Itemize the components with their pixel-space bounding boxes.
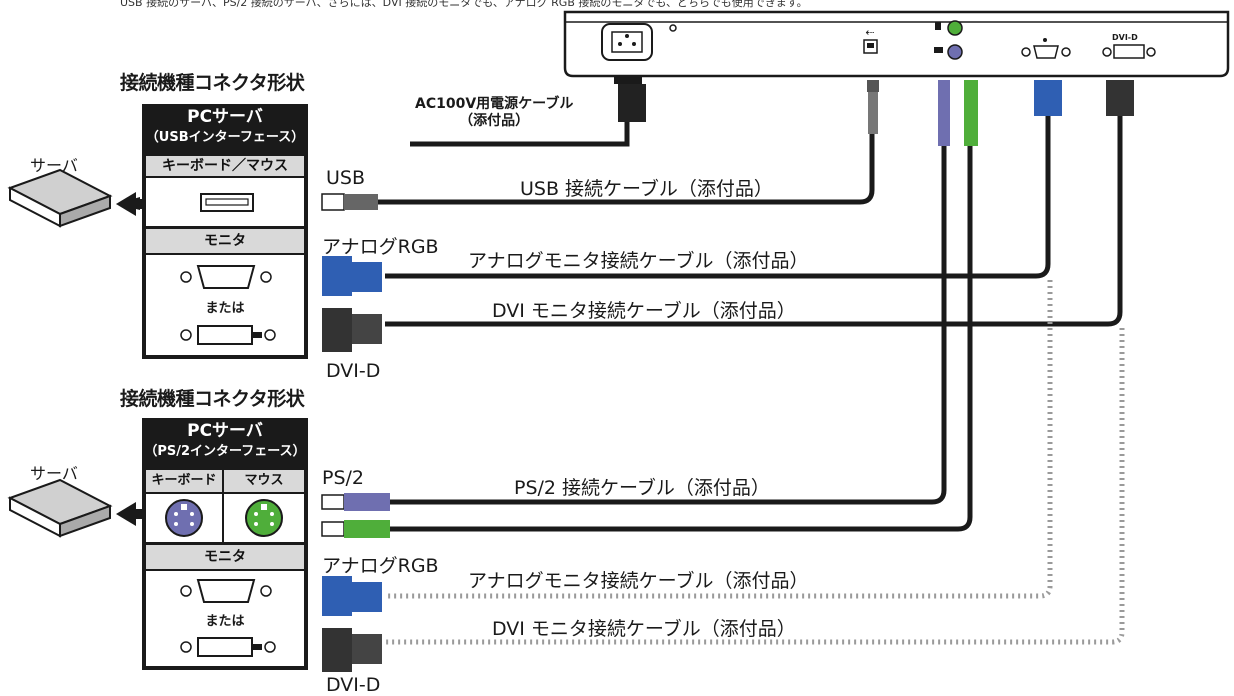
power-cable-label: AC100V用電源ケーブル （添付品） [415, 96, 574, 129]
arrow-left-icon [116, 192, 136, 216]
arrow-left-icon [116, 502, 136, 526]
ps2-server-label: サーバ [30, 464, 78, 483]
kvm-switch-rear-panel: ⇠ [563, 10, 1230, 78]
ps2-panel-subtitle: （PS/2インターフェース） [144, 444, 306, 459]
ps2-keyboard-cell [146, 494, 222, 542]
ps2-section-title: 接続機種コネクタ形状 [120, 388, 305, 410]
ps2-plugs-kvm [938, 80, 978, 146]
dvi-plug-kvm [1106, 80, 1134, 116]
analog-rgb-label-2: アナログRGB [322, 555, 439, 577]
dvi-port-label: DVI-D [1112, 33, 1138, 42]
ps2-cable-label: PS/2 接続ケーブル（添付品） [514, 477, 770, 499]
usb-cable-label: USB 接続ケーブル（添付品） [520, 178, 773, 200]
dvi-d-label-1: DVI-D [326, 360, 381, 382]
ps2-port-icons [934, 20, 963, 60]
ps2-plug-keyboard [321, 493, 390, 511]
dvi-d-label-2: DVI-D [326, 674, 381, 696]
usb-port-icon: ⇠ [863, 26, 878, 54]
usb-monitor-cell: または [146, 255, 304, 355]
vga-plug-ps2-group [322, 576, 382, 616]
usb-monitor-header: モニタ [146, 229, 304, 253]
dvi-plug-usb-group [322, 308, 382, 352]
usb-or-label: または [205, 301, 245, 316]
server-icon-ps2 [7, 478, 113, 538]
dvi-port-icon [1102, 44, 1156, 59]
analog-cable-label-1: アナログモニタ接続ケーブル（添付品） [468, 250, 809, 272]
usb-server-label: サーバ [30, 156, 78, 175]
dvi-cable-label-1: DVI モニタ接続ケーブル（添付品） [492, 300, 796, 322]
usb-connector-label: USB [326, 167, 366, 189]
usb-a-port-icon [200, 193, 254, 212]
ps2-keyboard-port-icon [165, 499, 203, 537]
analog-rgb-label-1: アナログRGB [322, 236, 439, 258]
ps2-mouse-cell [224, 494, 304, 542]
ps2-plug-mouse [321, 520, 390, 538]
solid-cables [375, 116, 1123, 532]
vga-plug-kvm [1034, 80, 1062, 116]
ps2-monitor-header: モニタ [146, 545, 304, 569]
ps2-connector-label: PS/2 [322, 467, 365, 489]
usb-panel-subtitle: （USBインターフェース） [145, 130, 305, 145]
usb-panel-title: PCサーバ [187, 107, 263, 127]
vga-port-icon [1021, 38, 1071, 59]
svg-text:⇠: ⇠ [865, 26, 874, 39]
usb-kbm-header: キーボード／マウス [146, 156, 304, 176]
usb-connector-panel: PCサーバ （USBインターフェース） キーボード／マウス モニタ または [142, 104, 308, 359]
vga-dvi-port-icons [180, 265, 276, 345]
server-icon-usb [7, 168, 113, 228]
ps2-keyboard-header: キーボード [146, 470, 222, 492]
ps2-panel-title: PCサーバ [187, 421, 263, 441]
vga-plug-usb-group [322, 256, 382, 296]
ps2-mouse-port-icon [245, 499, 283, 537]
ps2-or-label: または [205, 614, 245, 629]
ps2-connector-panel: PCサーバ （PS/2インターフェース） キーボード マウス モニタ または [142, 418, 308, 670]
usb-b-plug [867, 80, 879, 134]
dotted-cables [385, 280, 1125, 645]
dvi-plug-ps2-group [322, 628, 382, 672]
usb-a-plug [321, 193, 378, 211]
ps2-monitor-cell: または [146, 571, 304, 666]
power-cable [410, 76, 646, 147]
usb-section-title: 接続機種コネクタ形状 [120, 72, 305, 94]
dvi-cable-label-2: DVI モニタ接続ケーブル（添付品） [492, 618, 796, 640]
top-note: USB 接続のサーバ、PS/2 接続のサーバ、さらには、DVI 接続のモニタでも… [120, 0, 808, 9]
vga-dvi-port-icons [180, 579, 276, 657]
usb-port-cell [146, 178, 304, 226]
ps2-mouse-header: マウス [224, 470, 304, 492]
analog-cable-label-2: アナログモニタ接続ケーブル（添付品） [468, 570, 809, 592]
